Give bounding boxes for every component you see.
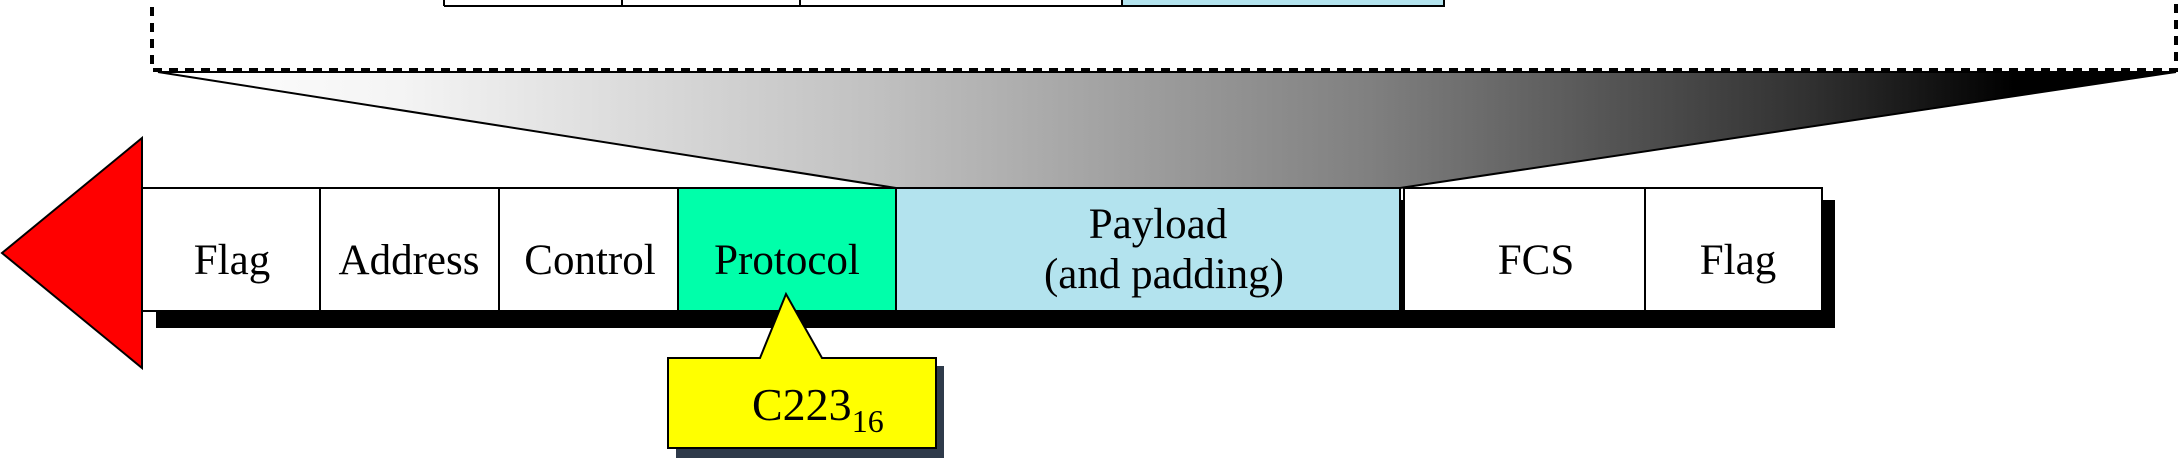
- field-flag-end: [1644, 187, 1823, 312]
- zoom-projection: [157, 71, 2177, 189]
- callout-subscript: 16: [852, 403, 884, 439]
- callout-bubble: [667, 291, 937, 449]
- label-protocol: Protocol: [714, 237, 860, 284]
- protocol-value-callout: C22316: [667, 291, 944, 458]
- label-control: Control: [524, 237, 655, 284]
- callout-main: C223: [752, 379, 852, 430]
- label-fcs: FCS: [1498, 237, 1575, 284]
- direction-arrow: [0, 135, 143, 371]
- label-payload-line1: Payload: [1089, 201, 1228, 248]
- field-flag-start: [141, 187, 321, 312]
- label-flag-start: Flag: [194, 237, 270, 284]
- field-protocol: [677, 187, 897, 312]
- callout-value: C22316: [752, 379, 884, 439]
- label-flag-end: Flag: [1700, 237, 1776, 284]
- field-payload: [895, 187, 1401, 312]
- zoom-detail-box: [150, 0, 2178, 72]
- label-address: Address: [339, 237, 480, 284]
- field-fcs: [1403, 187, 1646, 312]
- frame-fields: [141, 187, 1823, 312]
- label-payload-line2: (and padding): [1044, 251, 1284, 298]
